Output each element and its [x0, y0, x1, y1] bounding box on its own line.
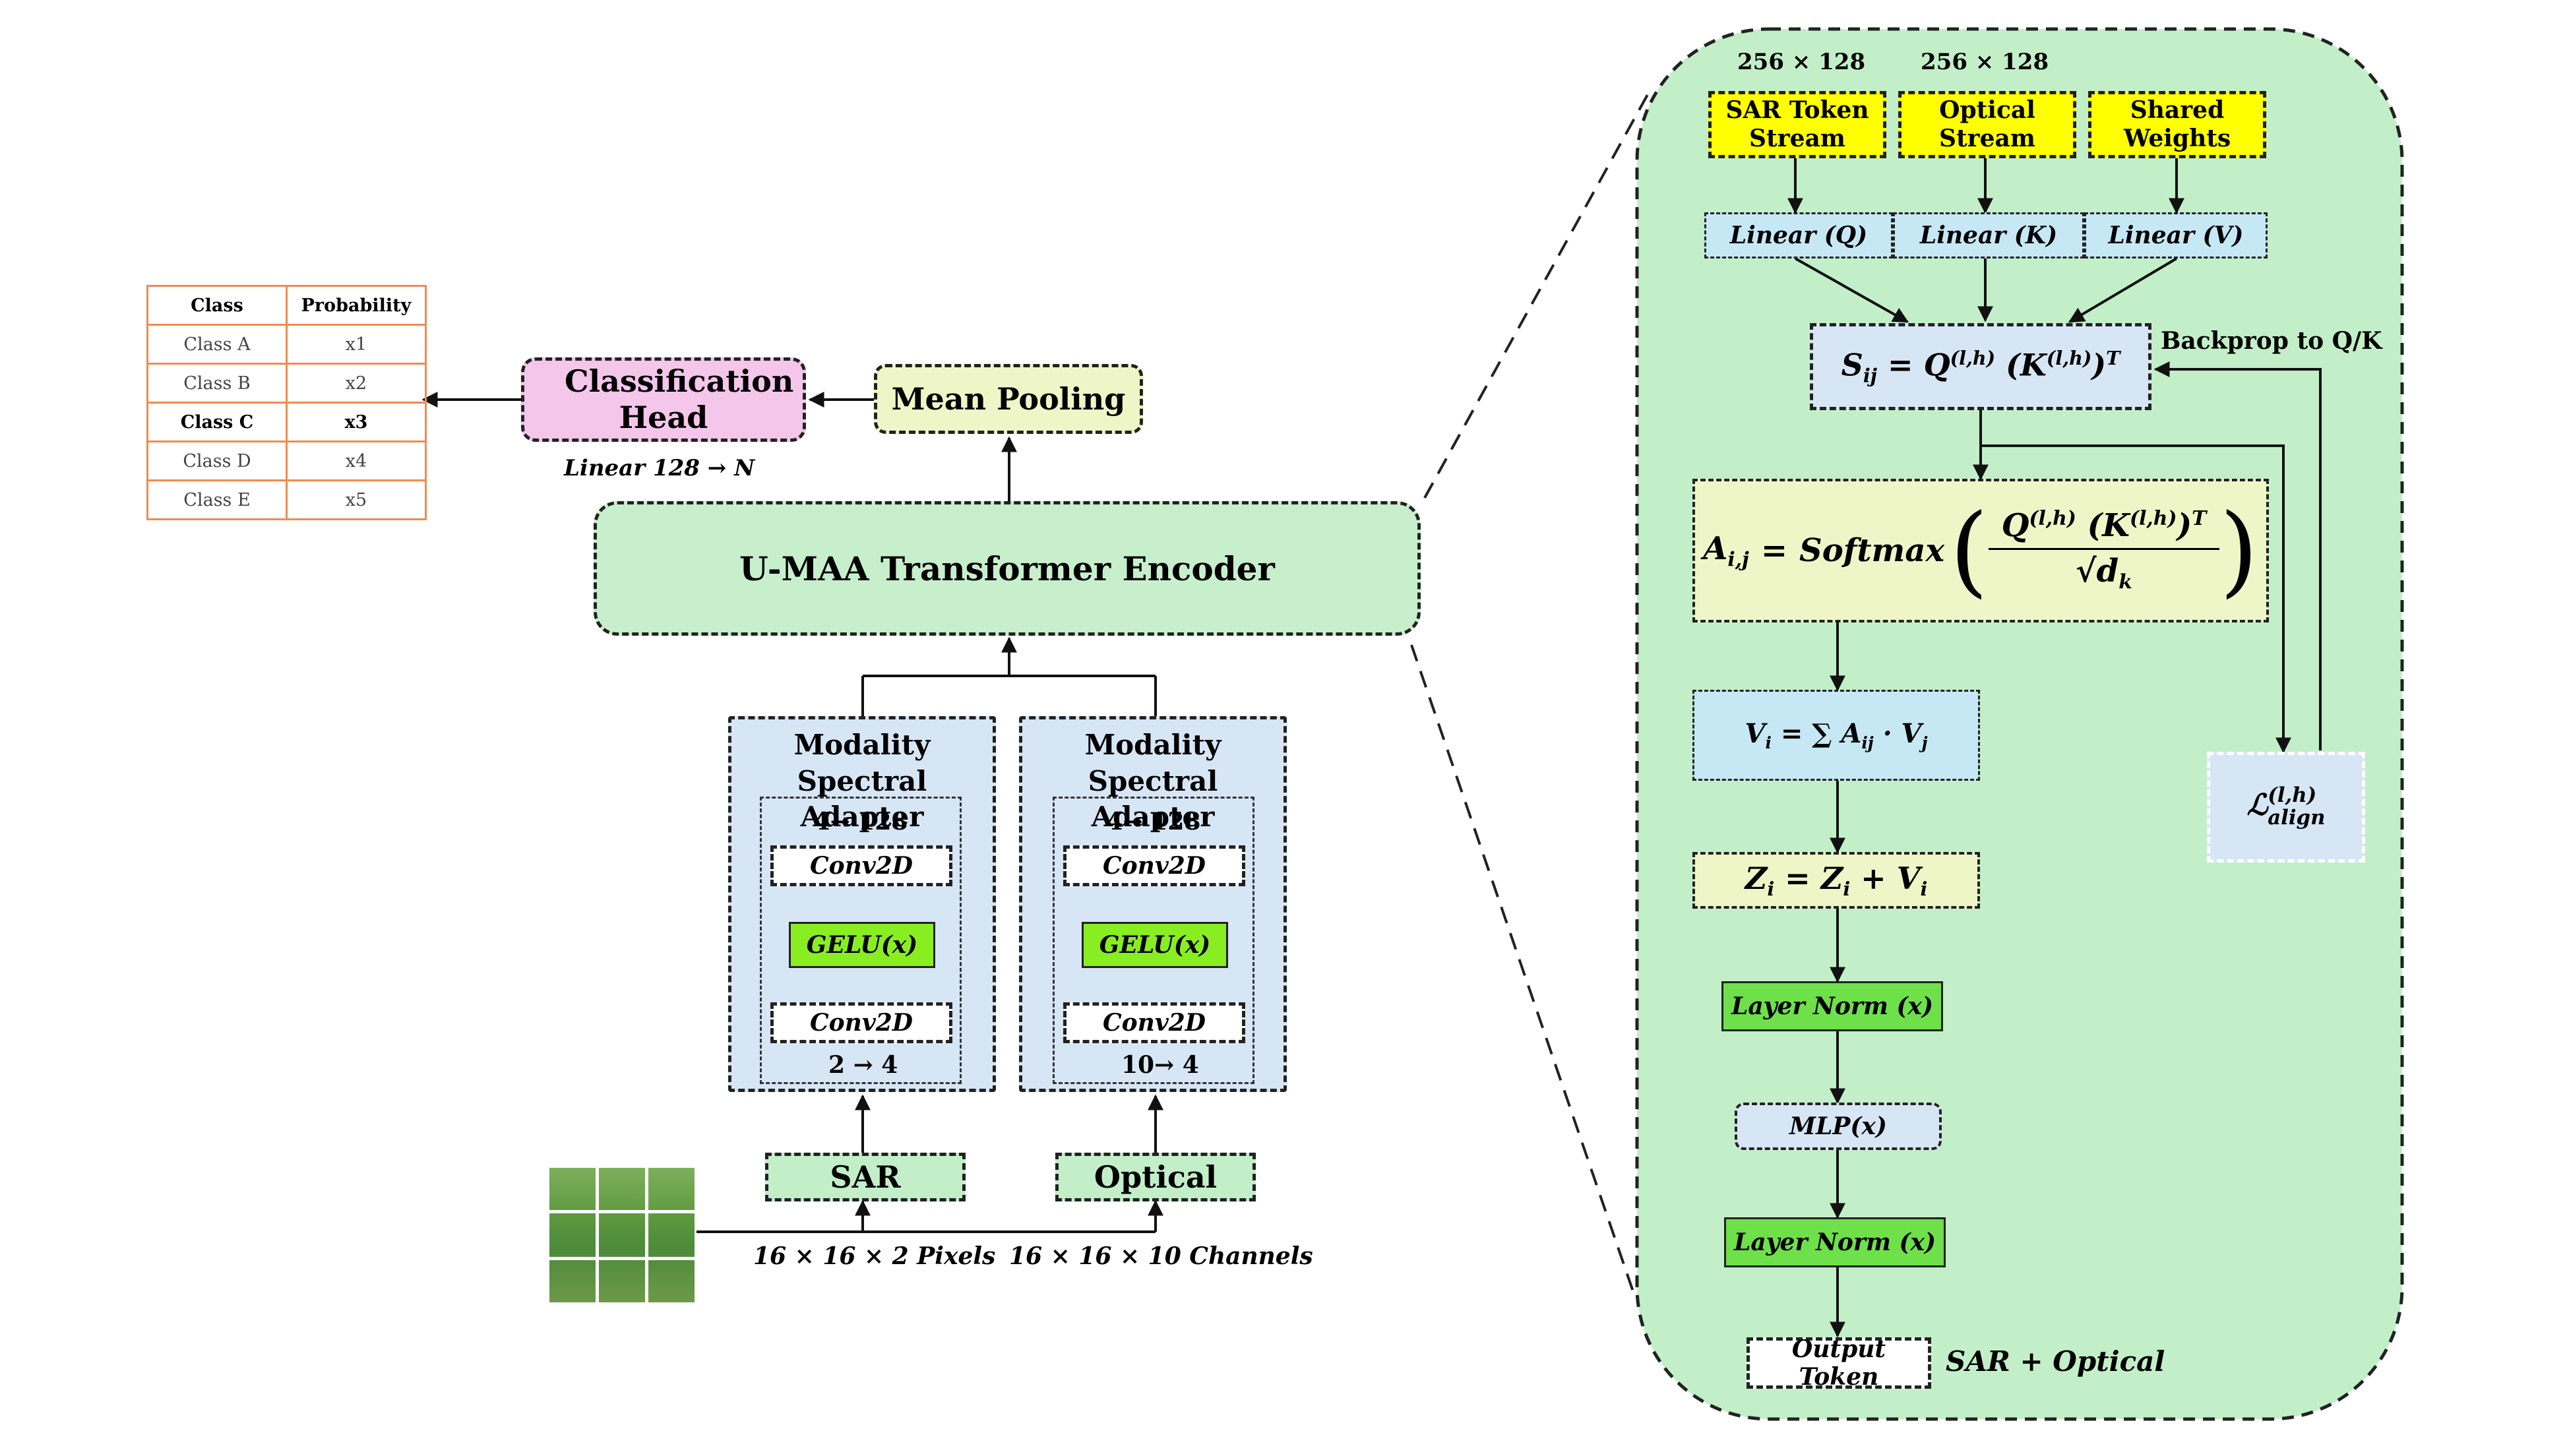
- grass-image-patches: [547, 1166, 696, 1304]
- sar-top-dim: 4→ 128: [813, 808, 908, 835]
- table-header-probability: Probability: [286, 285, 427, 326]
- linear-k: Linear (K): [1893, 212, 2084, 258]
- output-token-description: SAR + Optical: [1946, 1345, 2165, 1378]
- table-row: Class A x1: [146, 324, 427, 365]
- sar-stream-dim: 256 × 128: [1737, 49, 1866, 75]
- attention-softmax-text: Ai,j = Softmax ( Q(l,h) (K(l,h))T √dk ): [1703, 493, 2258, 608]
- table-cell-prob: x1: [286, 324, 427, 365]
- sar-conv-bottom: Conv2D: [770, 1002, 952, 1043]
- mlp-label: MLP(x): [1789, 1112, 1887, 1140]
- optical-stream: Optical Stream: [1898, 91, 2076, 158]
- table-cell-class: Class A: [146, 324, 288, 365]
- value-sum-text: Vi = ∑ Aij · Vj: [1745, 718, 1928, 752]
- optical-adapter-inner: 4→ 128: [1053, 797, 1254, 1084]
- optical-input-label: Optical: [1094, 1159, 1218, 1195]
- table-header-class: Class: [146, 285, 288, 326]
- sar-adapter-inner: 4→ 128: [760, 797, 962, 1084]
- sar-gelu-label: GELU(x): [806, 931, 918, 959]
- linear-q: Linear (Q): [1704, 212, 1893, 258]
- optical-stream-dim: 256 × 128: [1921, 49, 2049, 75]
- sar-dims-label: 16 × 16 × 2 Pixels: [753, 1242, 996, 1270]
- classification-head-sub: Linear 128 → N: [564, 455, 755, 481]
- table-row-highlighted: Class C x3: [146, 402, 427, 442]
- sar-bottom-dim: 2 → 4: [828, 1051, 898, 1079]
- output-token-label: Output Token: [1791, 1335, 1886, 1391]
- layer-norm-1: Layer Norm (x): [1721, 981, 1943, 1031]
- probability-table: Class Probability Class A x1 Class B x2 …: [146, 285, 427, 520]
- table-cell-class: Class B: [146, 363, 288, 404]
- sar-input-box: SAR: [765, 1153, 966, 1201]
- linear-q-label: Linear (Q): [1729, 222, 1868, 249]
- table-cell-class: Class D: [146, 440, 288, 481]
- encoder-box: U-MAA Transformer Encoder: [594, 501, 1421, 636]
- value-sum-equation: Vi = ∑ Aij · Vj: [1692, 690, 1980, 781]
- mean-pooling-label: Mean Pooling: [891, 381, 1126, 417]
- classification-head-box: Classification Head: [521, 357, 806, 442]
- attention-softmax-equation: Ai,j = Softmax ( Q(l,h) (K(l,h))T √dk ): [1692, 479, 2269, 622]
- sar-token-stream: SAR Token Stream: [1708, 91, 1886, 158]
- table-cell-prob: x3: [286, 402, 427, 442]
- classification-head-label: Classification Head: [565, 363, 794, 435]
- table-cell-prob: x2: [286, 363, 427, 404]
- score-equation: Sij = Q(l,h) (K(l,h))T: [1810, 323, 2151, 410]
- optical-conv-top-label: Conv2D: [1102, 852, 1206, 880]
- table-cell-class: Class E: [146, 479, 288, 520]
- sar-conv-top: Conv2D: [770, 845, 952, 886]
- sar-adapter-title: Modality Spectral Adapter: [793, 729, 931, 834]
- table-header-row: Class Probability: [146, 285, 427, 326]
- table-row: Class D x4: [146, 440, 427, 481]
- residual-text: Zi = Zi + Vi: [1745, 860, 1928, 901]
- layer-norm-2-label: Layer Norm (x): [1734, 1228, 1936, 1256]
- linear-k-label: Linear (K): [1919, 222, 2058, 249]
- table-row: Class B x2: [146, 363, 427, 404]
- linear-v-label: Linear (V): [2108, 222, 2244, 249]
- layer-norm-2: Layer Norm (x): [1724, 1217, 1946, 1267]
- layer-norm-1-label: Layer Norm (x): [1731, 992, 1933, 1020]
- optical-conv-top: Conv2D: [1063, 845, 1245, 886]
- shared-weights: Shared Weights: [2088, 91, 2266, 158]
- mlp-box: MLP(x): [1735, 1103, 1942, 1150]
- mean-pooling-box: Mean Pooling: [874, 364, 1143, 434]
- optical-stream-label: Optical Stream: [1939, 96, 2035, 152]
- sar-input-label: SAR: [830, 1159, 901, 1195]
- optical-conv-bottom: Conv2D: [1063, 1002, 1245, 1043]
- score-equation-text: Sij = Q(l,h) (K(l,h))T: [1841, 346, 2120, 387]
- optical-adapter-title: Modality Spectral Adapter: [1084, 729, 1222, 834]
- optical-gelu-label: GELU(x): [1099, 931, 1211, 959]
- optical-top-dim: 4→ 128: [1106, 808, 1201, 835]
- output-token-box: Output Token: [1747, 1335, 1931, 1391]
- encoder-label: U-MAA Transformer Encoder: [739, 549, 1275, 588]
- optical-conv-bottom-label: Conv2D: [1102, 1009, 1206, 1037]
- optical-gelu: GELU(x): [1082, 922, 1228, 968]
- table-cell-prob: x5: [286, 479, 427, 520]
- alignment-loss-text: ℒ(l,h)align: [2246, 783, 2326, 830]
- sar-conv-top-label: Conv2D: [809, 852, 913, 880]
- table-row: Class E x5: [146, 479, 427, 520]
- backprop-label: Backprop to Q/K: [2161, 327, 2382, 355]
- table-cell-prob: x4: [286, 440, 427, 481]
- linear-v: Linear (V): [2084, 212, 2268, 258]
- table-cell-class: Class C: [146, 402, 288, 442]
- alignment-loss-box: ℒ(l,h)align: [2207, 752, 2365, 863]
- shared-weights-label: Shared Weights: [2123, 96, 2231, 152]
- sar-token-stream-label: SAR Token Stream: [1725, 96, 1869, 152]
- optical-bottom-dim: 10→ 4: [1121, 1051, 1199, 1079]
- sar-conv-bottom-label: Conv2D: [809, 1009, 913, 1037]
- optical-input-box: Optical: [1055, 1153, 1256, 1201]
- sar-gelu: GELU(x): [789, 922, 935, 968]
- residual-equation: Zi = Zi + Vi: [1692, 852, 1980, 909]
- optical-dims-label: 16 × 16 × 10 Channels: [1009, 1242, 1313, 1270]
